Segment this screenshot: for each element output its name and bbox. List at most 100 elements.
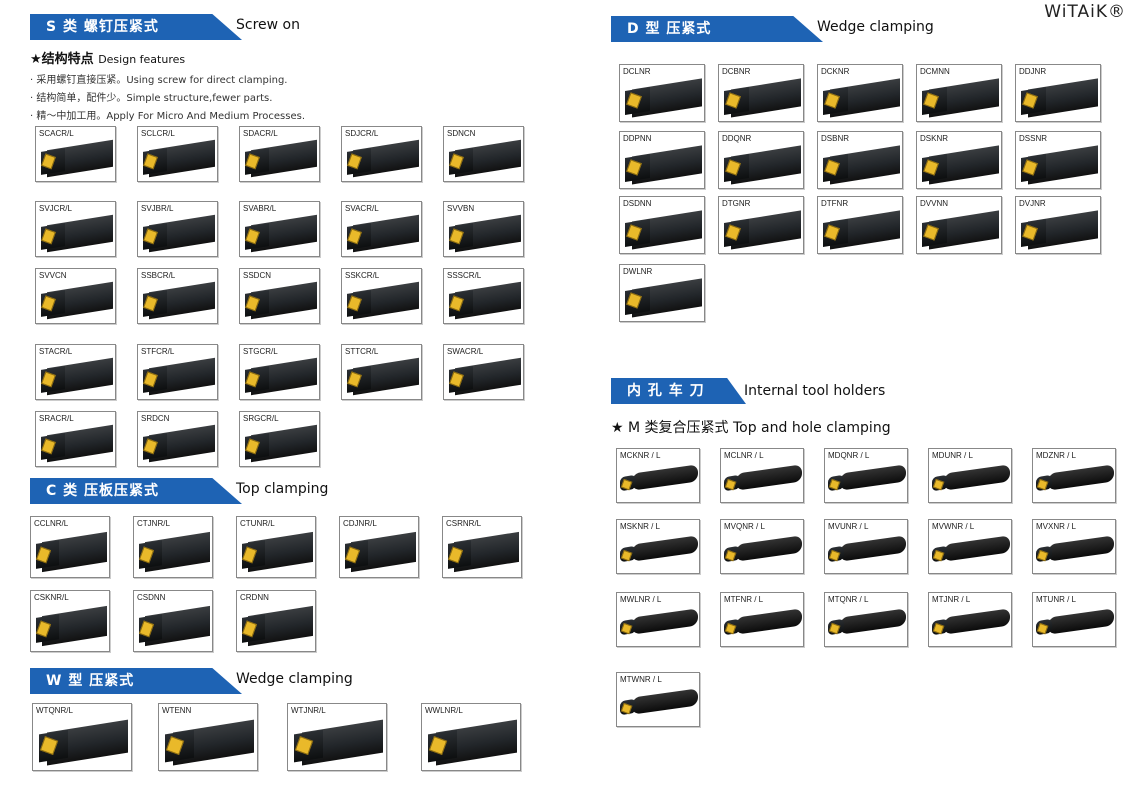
tool-label: DDQNR xyxy=(722,134,752,143)
tool-card: MDUNR / L xyxy=(928,448,1012,503)
tool-card: DCLNR xyxy=(619,64,705,122)
tool-card: SVJCR/L xyxy=(35,201,116,257)
section-band-internal xyxy=(611,378,746,404)
tool-card: DSKNR xyxy=(916,131,1002,189)
section-title-internal-en: Internal tool holders xyxy=(744,383,886,399)
tool-card: SRGCR/L xyxy=(239,411,320,467)
section-band-s xyxy=(30,14,242,40)
feature-line: · 结构简单，配件少。Simple structure,fewer parts. xyxy=(30,93,273,104)
tool-card: SVVBN xyxy=(443,201,524,257)
tool-card: SVABR/L xyxy=(239,201,320,257)
tool-label: DSBNR xyxy=(821,134,850,143)
tool-card: MTFNR / L xyxy=(720,592,804,647)
tool-card: DSDNN xyxy=(619,196,705,254)
section-band-w xyxy=(30,668,242,694)
tool-card: SRACR/L xyxy=(35,411,116,467)
tool-shank xyxy=(839,535,906,562)
tool-shank xyxy=(735,535,802,562)
tool-label: MTWNR / L xyxy=(620,675,662,684)
tool-label: DDJNR xyxy=(1019,67,1047,76)
tool-label: MDUNR / L xyxy=(932,451,973,460)
tool-card: MTUNR / L xyxy=(1032,592,1116,647)
tool-shank xyxy=(943,464,1010,491)
tool-label: DSKNR xyxy=(920,134,949,143)
tool-shank xyxy=(735,464,802,491)
tool-shank xyxy=(735,608,802,635)
tool-card: DCKNR xyxy=(817,64,903,122)
tool-label: WWLNR/L xyxy=(425,706,463,715)
tool-card: CSRNR/L xyxy=(442,516,522,578)
tool-card: SVJBR/L xyxy=(137,201,218,257)
tool-label: DTGNR xyxy=(722,199,751,208)
tool-label: DSSNR xyxy=(1019,134,1048,143)
tool-card: DDPNN xyxy=(619,131,705,189)
tool-label: SDACR/L xyxy=(243,129,278,138)
tool-label: CTJNR/L xyxy=(137,519,170,528)
tool-card: CSDNN xyxy=(133,590,213,652)
tool-card: SDJCR/L xyxy=(341,126,422,182)
tool-card: MDZNR / L xyxy=(1032,448,1116,503)
tool-shank xyxy=(839,608,906,635)
tool-label: DVJNR xyxy=(1019,199,1046,208)
tool-label: SVACR/L xyxy=(345,204,379,213)
feature-line: · 采用螺钉直接压紧。Using screw for direct clampi… xyxy=(30,75,288,86)
section-title-s-en: Screw on xyxy=(236,17,300,33)
tool-card: MVWNR / L xyxy=(928,519,1012,574)
tool-label: SSDCN xyxy=(243,271,272,280)
tool-label: SVVCN xyxy=(39,271,67,280)
section-title-w-en: Wedge clamping xyxy=(236,671,353,687)
tool-label: DSDNN xyxy=(623,199,652,208)
tool-card: STFCR/L xyxy=(137,344,218,400)
tool-label: SCLCR/L xyxy=(141,129,175,138)
tool-label: DVVNN xyxy=(920,199,949,208)
tool-label: MDZNR / L xyxy=(1036,451,1076,460)
tool-label: MTFNR / L xyxy=(724,595,764,604)
tool-card: DSBNR xyxy=(817,131,903,189)
tool-label: MTJNR / L xyxy=(932,595,971,604)
section-band-d xyxy=(611,16,823,42)
section-title-c-en: Top clamping xyxy=(236,481,329,497)
m-type-heading: ★ M 类复合压紧式 Top and hole clamping xyxy=(611,420,891,436)
tool-card: DTFNR xyxy=(817,196,903,254)
tool-label: SSKCR/L xyxy=(345,271,380,280)
tool-label: MVUNR / L xyxy=(828,522,869,531)
tool-card: DCMNN xyxy=(916,64,1002,122)
tool-card: SSKCR/L xyxy=(341,268,422,324)
tool-card: MDQNR / L xyxy=(824,448,908,503)
tool-label: STACR/L xyxy=(39,347,73,356)
tool-label: SDNCN xyxy=(447,129,476,138)
tool-label: STFCR/L xyxy=(141,347,175,356)
tool-label: STGCR/L xyxy=(243,347,278,356)
feature-line: · 精～中加工用。Apply For Micro And Medium Proc… xyxy=(30,111,306,122)
tool-label: SSBCR/L xyxy=(141,271,176,280)
tool-card: DSSNR xyxy=(1015,131,1101,189)
tool-label: SCACR/L xyxy=(39,129,74,138)
tool-label: MCKNR / L xyxy=(620,451,661,460)
tool-label: DCLNR xyxy=(623,67,651,76)
tool-label: CSRNR/L xyxy=(446,519,482,528)
section-band-c xyxy=(30,478,242,504)
tool-label: SRGCR/L xyxy=(243,414,279,423)
tool-label: WTQNR/L xyxy=(36,706,73,715)
tool-label: DCMNN xyxy=(920,67,950,76)
tool-shank xyxy=(943,535,1010,562)
tool-label: CCLNR/L xyxy=(34,519,69,528)
tool-label: WTENN xyxy=(162,706,192,715)
tool-label: MVWNR / L xyxy=(932,522,975,531)
tool-card: SSBCR/L xyxy=(137,268,218,324)
tool-label: CSKNR/L xyxy=(34,593,69,602)
tool-label: MVQNR / L xyxy=(724,522,765,531)
section-title-d-cn: D 型 压紧式 xyxy=(627,21,712,37)
tool-label: CDJNR/L xyxy=(343,519,377,528)
tool-label: CTUNR/L xyxy=(240,519,275,528)
section-title-d-en: Wedge clamping xyxy=(817,19,934,35)
tool-label: DTFNR xyxy=(821,199,849,208)
tool-shank xyxy=(631,535,698,562)
tool-card: SDACR/L xyxy=(239,126,320,182)
tool-card: WTJNR/L xyxy=(287,703,387,771)
tool-label: CRDNN xyxy=(240,593,269,602)
tool-card: DVVNN xyxy=(916,196,1002,254)
tool-card: CTUNR/L xyxy=(236,516,316,578)
tool-label: SVJCR/L xyxy=(39,204,72,213)
tool-card: STTCR/L xyxy=(341,344,422,400)
